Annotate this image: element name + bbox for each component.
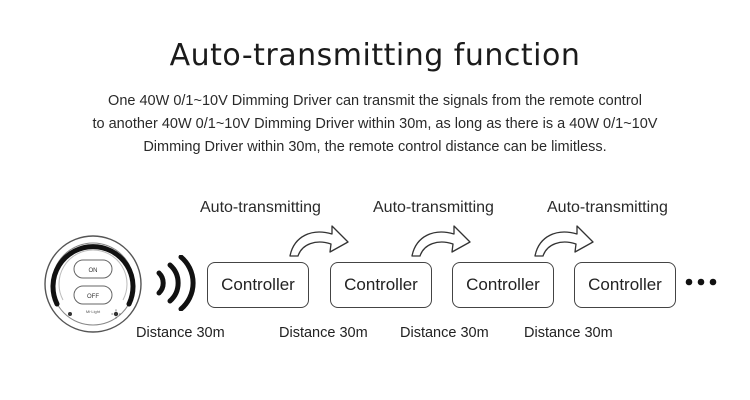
distance-label-2: Distance 30m: [279, 325, 368, 341]
controller-box-4: Controller: [574, 262, 676, 308]
remote-on-label: ON: [89, 268, 98, 274]
distance-label-3: Distance 30m: [400, 325, 489, 341]
description-line-3: Dimming Driver within 30m, the remote co…: [143, 139, 607, 155]
remote-brand-label: Mi·Light: [86, 309, 101, 314]
description-line-2: to another 40W 0/1~10V Dimming Driver wi…: [92, 116, 658, 132]
auto-transmitting-label-1: Auto-transmitting: [200, 199, 321, 216]
remote-bright-icon: [111, 309, 121, 319]
page-title: Auto-transmitting function: [169, 38, 581, 73]
remote-off-label: OFF: [87, 294, 99, 300]
controller-box-2: Controller: [330, 262, 432, 308]
description: One 40W 0/1~10V Dimming Driver can trans…: [40, 90, 710, 159]
remote-control-icon: ON OFF Mi·Light: [44, 235, 142, 333]
controller-box-3: Controller: [452, 262, 554, 308]
ellipsis-icon: [685, 278, 717, 286]
controller-box-1: Controller: [207, 262, 309, 308]
distance-label-4: Distance 30m: [524, 325, 613, 341]
distance-label-1: Distance 30m: [136, 325, 225, 341]
description-line-1: One 40W 0/1~10V Dimming Driver can trans…: [108, 93, 642, 109]
transfer-arrow-icon-1: [289, 225, 349, 257]
wireless-signal-icon: [156, 255, 196, 311]
auto-transmitting-label-2: Auto-transmitting: [373, 199, 494, 216]
transfer-arrow-icon-3: [534, 225, 594, 257]
transfer-arrow-icon-2: [411, 225, 471, 257]
remote-dim-icon: [68, 312, 72, 316]
auto-transmitting-label-3: Auto-transmitting: [547, 199, 668, 216]
